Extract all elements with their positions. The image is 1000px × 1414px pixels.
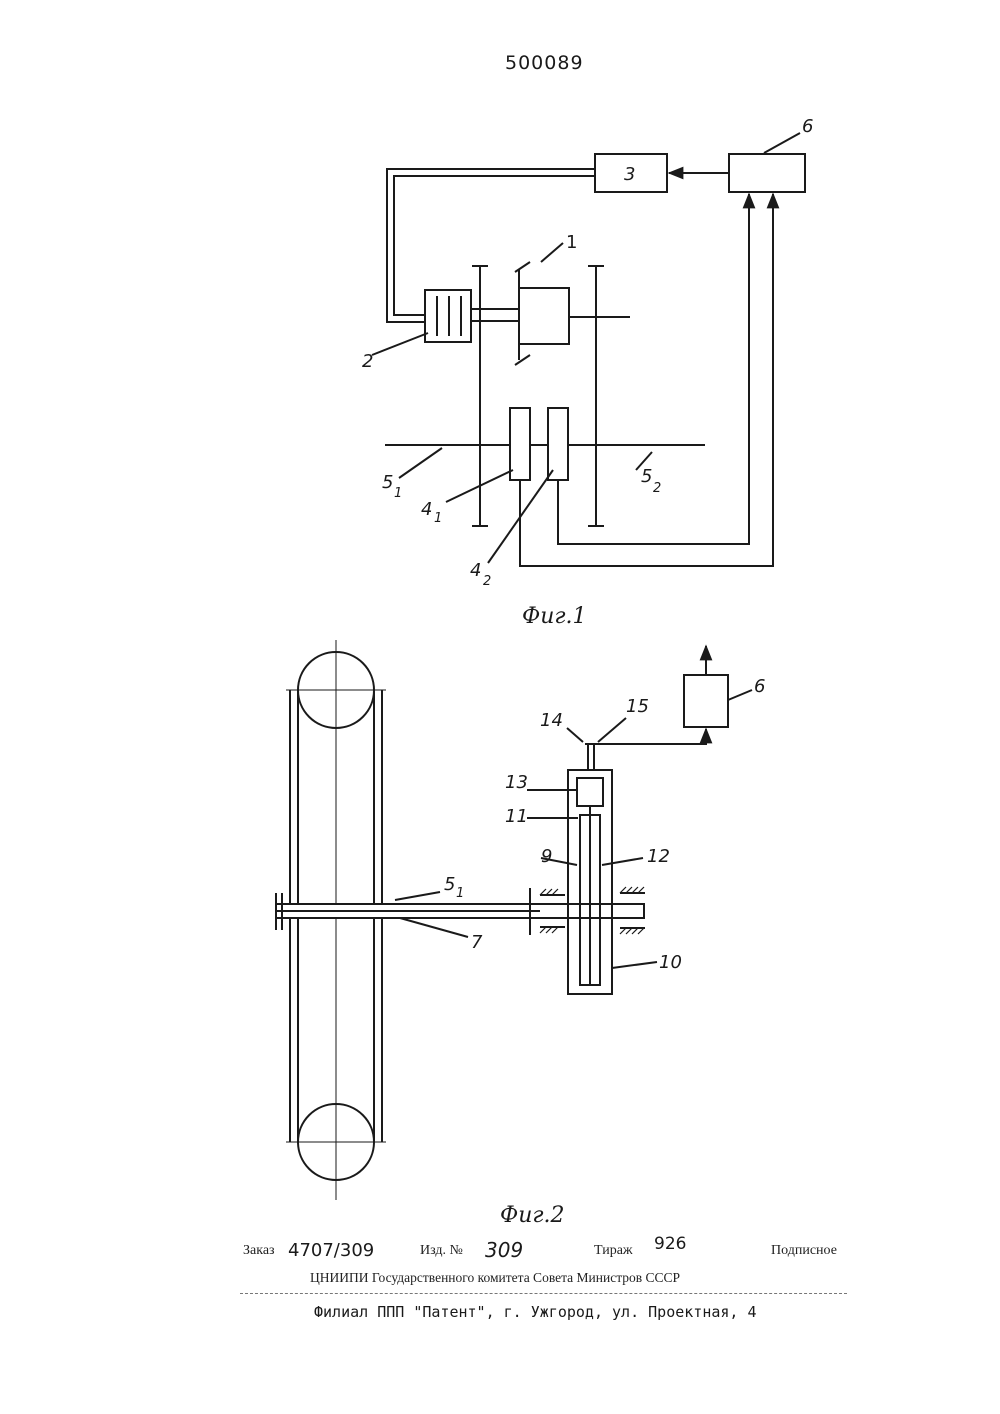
label-4-1: 4: [421, 499, 432, 520]
label-4-1-sub: 1: [434, 511, 442, 526]
drawing-stroke: [625, 886, 633, 894]
drawing-stroke: [576, 777, 604, 807]
label-4-2-sub: 2: [483, 574, 491, 589]
drawing-stroke: [445, 469, 514, 503]
fig2-label-15: 15: [626, 696, 649, 717]
disk-4-1: [509, 407, 531, 481]
label-2: 2: [362, 351, 373, 372]
drawing-stroke: [540, 242, 564, 263]
fig2-label-13: 13: [505, 772, 528, 793]
drawing-stroke: [631, 886, 639, 894]
drawing-stroke: [601, 857, 644, 866]
fig2-label-11: 11: [505, 806, 528, 827]
drawing-stroke: [398, 447, 443, 479]
drawing-stroke: [637, 927, 645, 935]
institute-line: ЦНИИПИ Государственного комитета Совета …: [310, 1270, 681, 1285]
drawing-stroke: [545, 926, 553, 934]
fig2-label-12: 12: [647, 846, 670, 867]
fig2-label-9: 9: [541, 846, 552, 867]
fig2-label-6: 6: [754, 676, 765, 697]
label-3: 3: [624, 164, 635, 185]
label-6: 6: [802, 116, 813, 137]
drawing-stroke: [597, 717, 627, 743]
drawing-stroke: [631, 927, 639, 935]
edition-value: 309: [485, 1238, 524, 1262]
fig2-label-5-1: 5: [444, 874, 455, 895]
subscription-note: Подписное: [771, 1243, 837, 1258]
drawing-stroke: [487, 469, 554, 564]
drawing-stroke: [566, 727, 584, 743]
drawing-stroke: [637, 886, 645, 894]
drawing-stroke: [727, 689, 753, 701]
label-5-2-sub: 2: [653, 481, 661, 496]
drawing-stroke: [597, 727, 713, 745]
edition-label: Изд. №: [420, 1243, 463, 1258]
signal-line-4-1: [519, 192, 780, 567]
drawing-stroke: [540, 857, 578, 866]
block-6: [728, 153, 806, 193]
drawing-stroke: [619, 886, 627, 894]
order-label: Заказ: [243, 1243, 275, 1258]
drawing-stroke: [763, 132, 801, 154]
drawing-stroke: [514, 261, 531, 273]
circulation-value: 926: [654, 1234, 687, 1254]
drawing-stroke: [539, 888, 547, 896]
drawing-stroke: [625, 927, 633, 935]
drawing-stroke: [551, 888, 559, 896]
drawing-stroke: [611, 961, 658, 969]
fig2-label-5-1-sub: 1: [456, 886, 464, 901]
hydraulic-line-outer: [386, 168, 595, 323]
drawing-stroke: [551, 926, 559, 934]
label-4-2: 4: [470, 560, 481, 581]
disk-4-2: [547, 407, 569, 481]
drawing-stroke: [371, 332, 429, 356]
label-1: 1: [566, 232, 577, 253]
hydraulic-line-inner: [393, 175, 595, 316]
housing-10: [567, 769, 613, 995]
label-5-2: 5: [641, 466, 652, 487]
order-value: 4707/309: [288, 1240, 375, 1261]
gear-11: [579, 814, 601, 986]
drawing-stroke: [399, 917, 469, 938]
figure-1-caption: Фиг.1: [522, 604, 587, 629]
drawing-stroke: [394, 891, 441, 901]
block-1: [518, 287, 570, 345]
branch-line: Филиал ППП "Патент", г. Ужгород, ул. Про…: [314, 1303, 757, 1321]
patent-number: 500089: [505, 52, 584, 74]
circulation-label: Тираж: [594, 1243, 633, 1258]
drawing-stroke: [545, 888, 553, 896]
fig2-label-10: 10: [659, 952, 682, 973]
imprint-rule: [240, 1293, 847, 1294]
drawing-stroke: [635, 451, 653, 471]
drawing-stroke: [514, 354, 531, 366]
fig2-label-14: 14: [540, 710, 563, 731]
servomotor-2: [424, 289, 472, 343]
signal-line-4-2: [557, 192, 756, 545]
drawing-stroke: [539, 926, 547, 934]
fig2-label-7: 7: [471, 932, 483, 953]
fig2-block-6: [683, 674, 729, 728]
drawing-stroke: [619, 927, 627, 935]
block-3: [594, 153, 668, 193]
label-5-1-sub: 1: [394, 486, 402, 501]
label-5-1: 5: [382, 472, 393, 493]
figure-2-caption: Фиг.2: [500, 1203, 565, 1228]
